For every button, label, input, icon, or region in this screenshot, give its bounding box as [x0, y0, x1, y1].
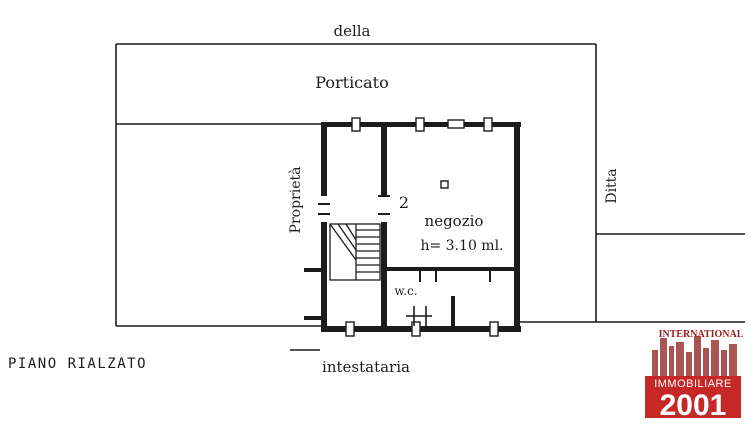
door-gap-left — [319, 196, 329, 222]
stair-tread-1 — [329, 223, 357, 261]
label-room-name: negozio — [425, 212, 484, 230]
wall-outer-left-bottom — [321, 214, 327, 332]
stair-tread-2 — [337, 223, 357, 251]
wall-inner-vertical-top — [381, 124, 387, 196]
agency-logo-watermark: INTERNATIONAL IMMOBILIARE 2001 — [645, 329, 744, 422]
label-right-owner: Ditta — [604, 168, 620, 203]
label-wc: w.c. — [394, 284, 417, 298]
fixture-square — [440, 180, 449, 189]
label-portico: Porticato — [315, 73, 389, 92]
logo-text-immobiliare: IMMOBILIARE — [654, 378, 732, 390]
wall-outer-bottom — [321, 326, 521, 332]
label-left-owner: Proprietà — [287, 167, 304, 234]
skyline-icon — [652, 336, 737, 376]
wall-outer-left-top — [321, 124, 327, 204]
logo-text-international: INTERNATIONAL — [659, 329, 744, 340]
window-portico-3 — [447, 119, 465, 129]
window-bottom-1 — [345, 321, 355, 337]
label-ceiling-height: h= 3.10 ml. — [420, 238, 503, 254]
window-portico-2 — [415, 117, 425, 132]
wall-wc-top — [384, 267, 518, 271]
wall-inner-vertical-bottom — [381, 214, 387, 332]
label-room-number: 2 — [399, 193, 409, 212]
wall-stub-bottom-left — [304, 316, 324, 320]
stair-outline — [329, 223, 381, 281]
wall-stair-landing — [304, 268, 324, 272]
window-portico-4 — [483, 117, 493, 132]
stair-tread-3 — [345, 223, 357, 241]
label-floor-title: PIANO RIALZATO — [8, 356, 147, 372]
window-bottom-3 — [489, 321, 499, 337]
wall-wc-partition — [451, 296, 455, 330]
label-bottom-owner: intestataria — [322, 358, 410, 376]
logo-text-number: 2001 — [660, 389, 727, 422]
window-bottom-2 — [411, 321, 421, 337]
label-street-top: della — [333, 22, 370, 40]
wall-outer-right — [514, 122, 520, 332]
logo-badge-bottom — [645, 376, 741, 418]
window-portico-1 — [351, 117, 361, 132]
window-marks — [318, 117, 499, 337]
staircase — [329, 223, 381, 281]
door-gap-inner — [379, 196, 389, 222]
site-outlines — [115, 43, 745, 351]
building-walls — [304, 122, 521, 332]
